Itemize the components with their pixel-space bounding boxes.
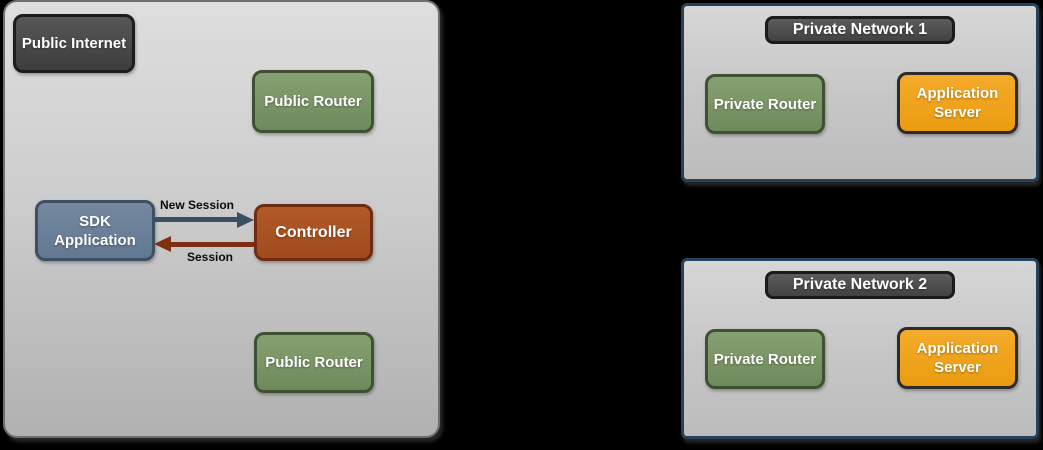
sdk-application-node: SDK Application xyxy=(35,200,155,261)
private-network-1-zone: Private Network 1 Private Router Applica… xyxy=(681,3,1039,182)
public-router-bottom-label: Public Router xyxy=(265,354,363,371)
public-internet-label: Public Internet xyxy=(21,35,127,52)
public-internet-label-box: Public Internet xyxy=(13,14,135,73)
controller-label: Controller xyxy=(275,224,352,241)
private-router-2-node: Private Router xyxy=(705,329,825,389)
private-router-2-label: Private Router xyxy=(713,350,817,368)
private-router-1-label: Private Router xyxy=(713,95,817,113)
session-arrowhead-icon xyxy=(154,236,171,252)
private-network-2-title-box: Private Network 2 xyxy=(765,271,955,299)
public-internet-zone: Public Internet Public Router SDK Applic… xyxy=(3,0,440,438)
session-arrow-line xyxy=(170,242,254,247)
public-router-top-node: Public Router xyxy=(252,70,374,133)
private-network-2-zone: Private Network 2 Private Router Applica… xyxy=(681,258,1039,439)
private-network-2-title: Private Network 2 xyxy=(792,276,928,293)
public-router-top-label: Public Router xyxy=(264,93,362,110)
application-server-2-node: Application Server xyxy=(897,327,1018,389)
application-server-2-label: Application Server xyxy=(916,340,999,376)
private-router-1-node: Private Router xyxy=(705,74,825,134)
public-router-bottom-node: Public Router xyxy=(254,332,374,393)
new-session-arrow-label: New Session xyxy=(159,198,235,212)
private-network-1-title: Private Network 1 xyxy=(792,21,928,38)
application-server-1-label: Application Server xyxy=(916,85,999,121)
new-session-arrow-line xyxy=(154,217,239,222)
new-session-arrowhead-icon xyxy=(237,212,254,228)
sdk-application-label: SDK Application xyxy=(54,212,136,249)
private-network-1-title-box: Private Network 1 xyxy=(765,16,955,44)
controller-node: Controller xyxy=(254,204,373,261)
application-server-1-node: Application Server xyxy=(897,72,1018,134)
session-arrow-label: Session xyxy=(186,250,234,264)
